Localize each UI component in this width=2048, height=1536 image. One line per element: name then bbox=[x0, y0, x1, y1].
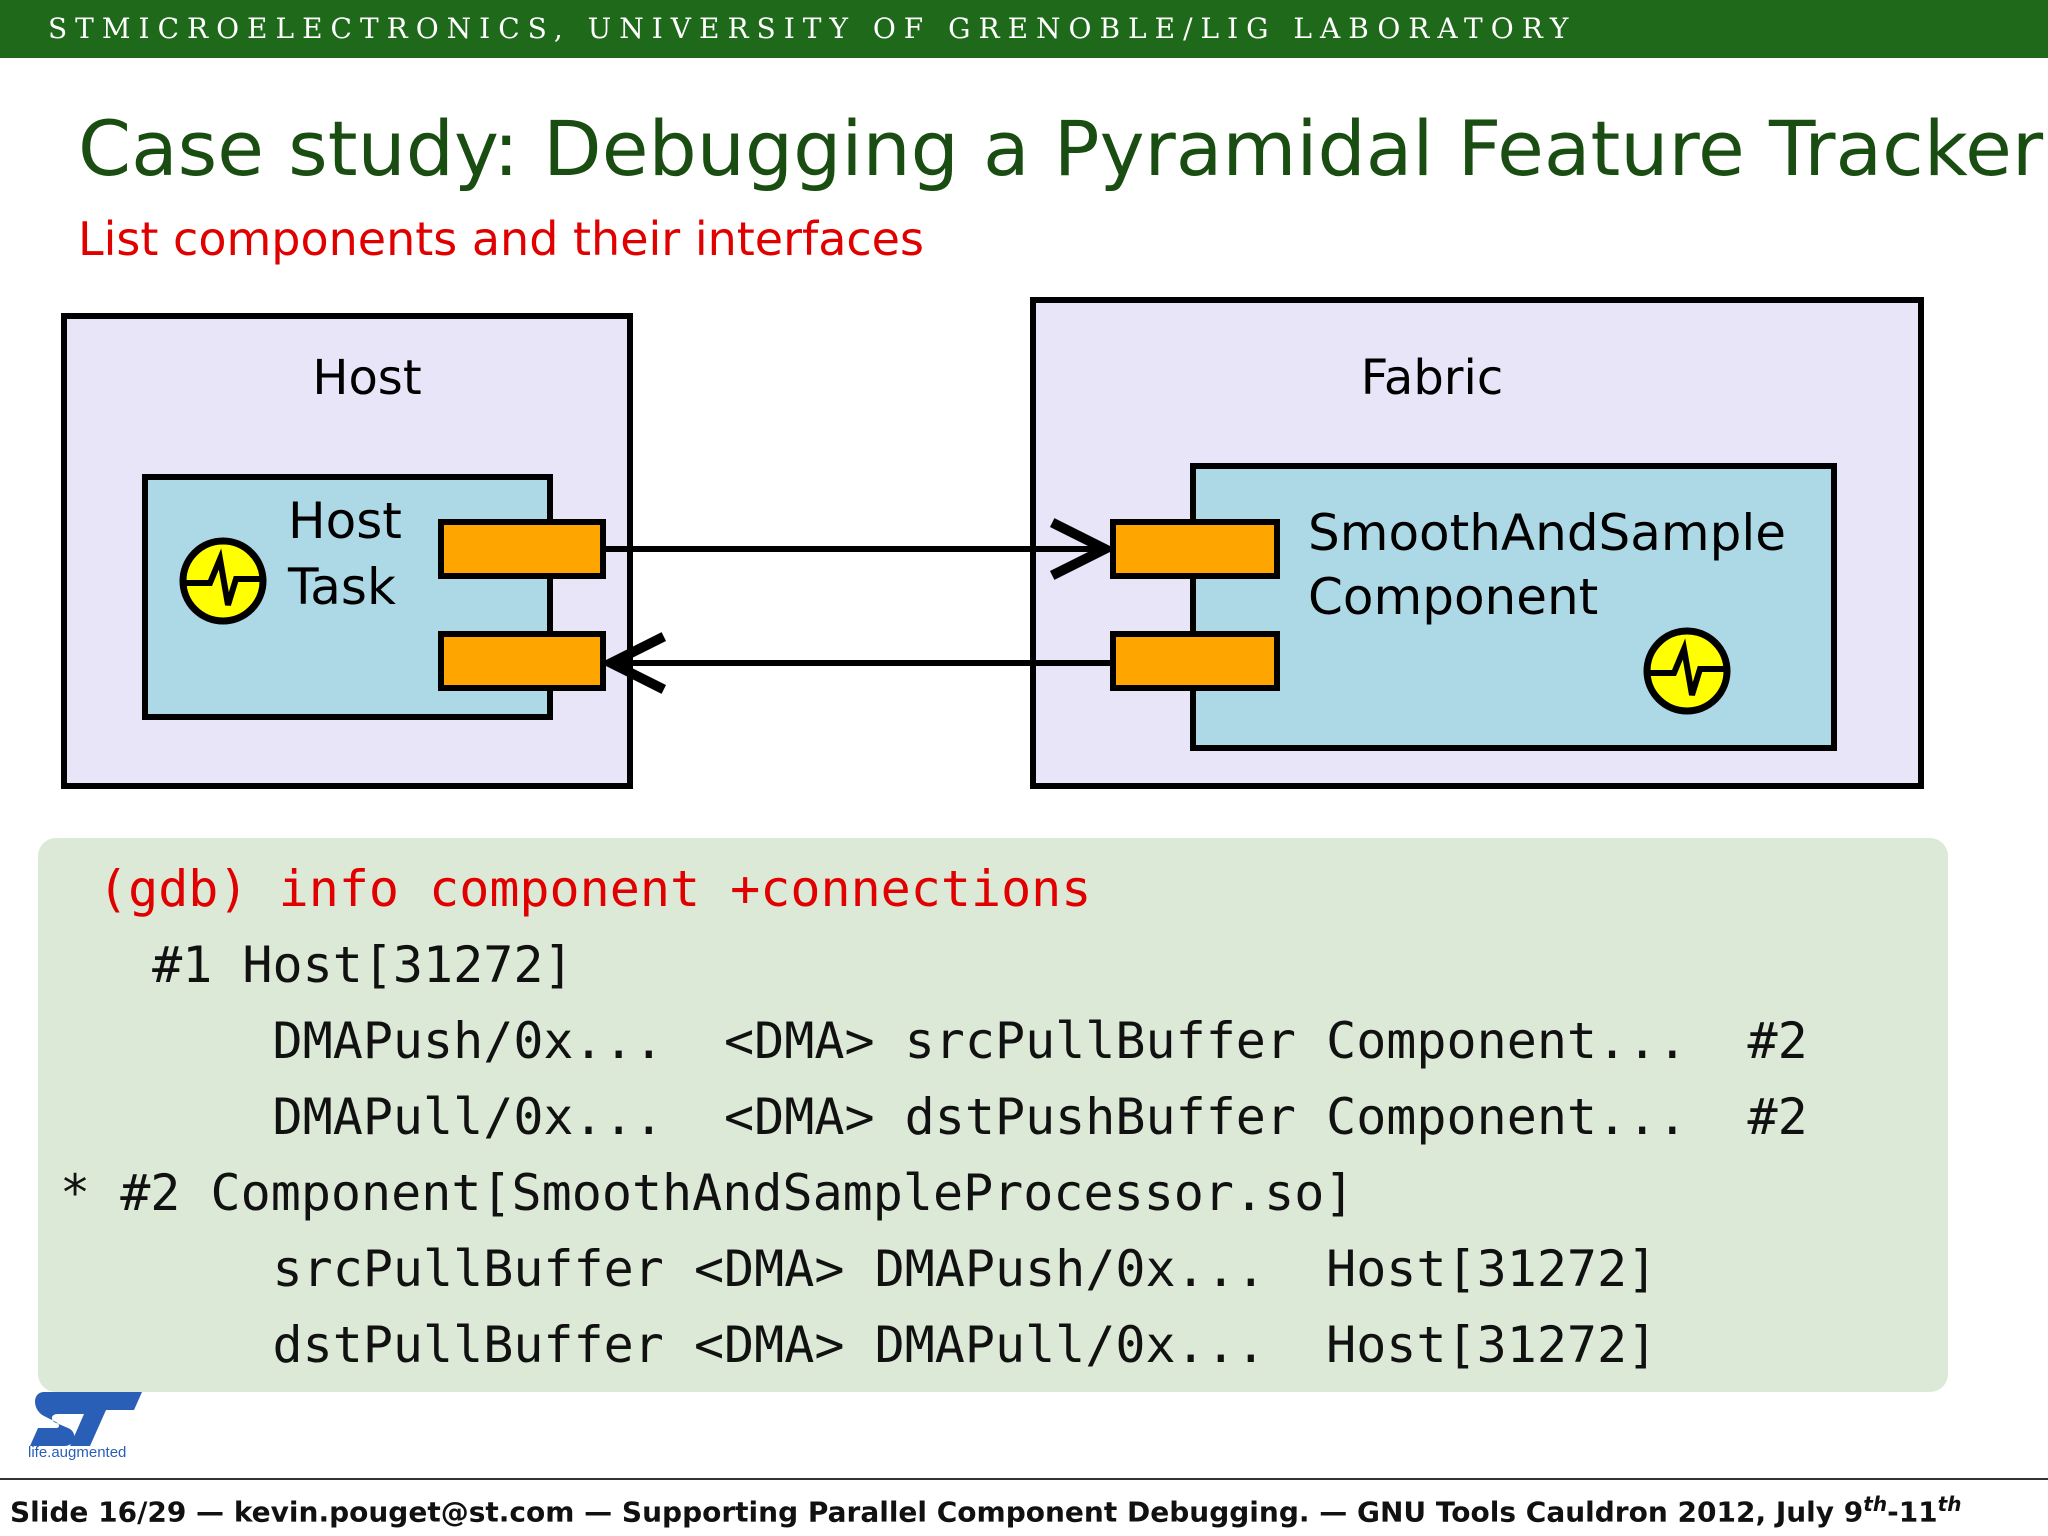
gdb-terminal: (gdb) info component +connections #1 Hos… bbox=[38, 838, 1948, 1392]
slide-subtitle: List components and their interfaces bbox=[78, 212, 924, 266]
footer-separator: — bbox=[574, 1495, 622, 1529]
gdb-command-line: (gdb) info component +connections bbox=[98, 860, 1092, 918]
component-port-in bbox=[1110, 519, 1280, 579]
fabric-box-label: Fabric bbox=[1361, 350, 1504, 406]
component-label-line2: Component bbox=[1308, 568, 1598, 626]
slide-footer: Slide 16/29 — kevin.pouget@st.com — Supp… bbox=[10, 1492, 1961, 1528]
terminal-output-line: #1 Host[31272] bbox=[122, 936, 574, 994]
component-diagram: Host Host Task Fabric SmoothAndSample Co… bbox=[61, 297, 1924, 789]
talk-title: Supporting Parallel Component Debugging. bbox=[621, 1495, 1310, 1529]
date-suffix-start: th bbox=[1863, 1492, 1888, 1516]
component-box bbox=[1190, 463, 1837, 751]
footer-separator: — bbox=[1309, 1495, 1357, 1529]
host-task-label-line1: Host bbox=[288, 492, 402, 550]
event-name: GNU Tools Cauldron 2012, July 9 bbox=[1357, 1495, 1864, 1529]
footer-separator: — bbox=[186, 1495, 234, 1529]
date-suffix-end: th bbox=[1937, 1492, 1962, 1516]
host-task-label-line2: Task bbox=[287, 558, 396, 616]
activity-icon bbox=[179, 537, 267, 625]
date-range-end: -11 bbox=[1887, 1495, 1938, 1529]
slide-title: Case study: Debugging a Pyramidal Featur… bbox=[78, 104, 2044, 193]
header-bar: STMICROELECTRONICS, UNIVERSITY OF GRENOB… bbox=[0, 0, 2048, 58]
slide-number: Slide 16/29 bbox=[10, 1495, 187, 1529]
footer-divider bbox=[0, 1478, 2048, 1480]
activity-icon bbox=[1643, 627, 1731, 715]
terminal-output-line: srcPullBuffer <DMA> DMAPush/0x... Host[3… bbox=[122, 1240, 1658, 1298]
header-institutions: STMICROELECTRONICS, UNIVERSITY OF GRENOB… bbox=[48, 12, 1577, 45]
terminal-output-line: DMAPush/0x... <DMA> srcPullBuffer Compon… bbox=[122, 1012, 1808, 1070]
host-port-out bbox=[438, 519, 606, 579]
component-port-out bbox=[1110, 631, 1280, 691]
terminal-output-line: DMAPull/0x... <DMA> dstPushBuffer Compon… bbox=[122, 1088, 1808, 1146]
st-logo-mark: ST bbox=[26, 1382, 28, 1383]
host-port-in bbox=[438, 631, 606, 691]
terminal-output-line: dstPullBuffer <DMA> DMAPull/0x... Host[3… bbox=[122, 1316, 1658, 1374]
host-box-label: Host bbox=[312, 350, 421, 406]
terminal-output-line-current: * #2 Component[SmoothAndSampleProcessor.… bbox=[60, 1164, 1355, 1222]
component-label-line1: SmoothAndSample bbox=[1308, 504, 1786, 562]
logo-tagline: life.augmented bbox=[28, 1444, 127, 1461]
st-logo: ST bbox=[26, 1382, 142, 1446]
presenter-email: kevin.pouget@st.com bbox=[233, 1495, 575, 1529]
